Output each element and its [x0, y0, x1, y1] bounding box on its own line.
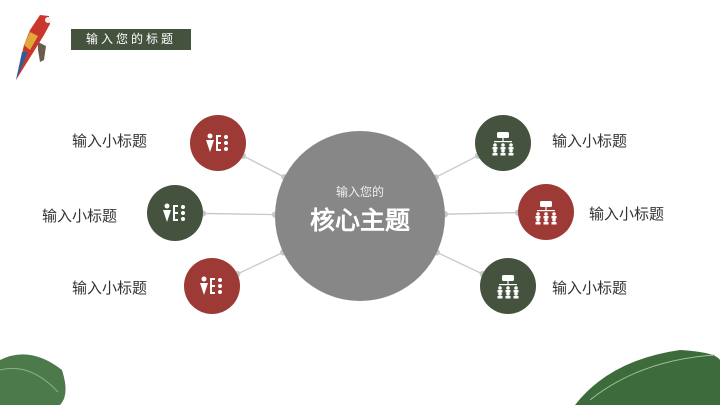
node-label-right-3: 输入小标题	[552, 279, 628, 297]
connector-line	[436, 251, 483, 275]
node-label-left-3: 输入小标题	[72, 279, 148, 297]
parrot-illustration	[16, 15, 51, 80]
node-label-left-1: 输入小标题	[72, 132, 148, 150]
node-circle	[475, 115, 531, 171]
person-list-icon	[206, 133, 228, 152]
topic-node-6[interactable]	[480, 258, 536, 314]
topic-node-3[interactable]	[184, 258, 240, 314]
node-circle	[480, 258, 536, 314]
connector-line	[237, 251, 284, 275]
connector-line	[435, 155, 479, 178]
leaf-decoration-right	[575, 350, 720, 405]
network-hierarchy-icon	[492, 132, 514, 156]
node-label-right-2: 输入小标题	[589, 205, 665, 223]
center-subtitle: 输入您的	[335, 185, 384, 199]
connector-line	[242, 155, 285, 178]
node-circle	[518, 184, 574, 240]
center-topic-circle	[275, 131, 445, 301]
person-list-icon	[200, 276, 222, 295]
topic-node-5[interactable]	[518, 184, 574, 240]
connector-line	[444, 211, 519, 215]
network-hierarchy-icon	[497, 275, 519, 299]
topic-node-4[interactable]	[475, 115, 531, 171]
topic-node-2[interactable]	[147, 185, 203, 241]
network-hierarchy-icon	[535, 201, 557, 225]
person-list-icon	[163, 203, 185, 222]
topic-node-1[interactable]	[190, 115, 246, 171]
leaf-decoration-left	[0, 354, 66, 405]
node-label-right-1: 输入小标题	[552, 132, 628, 150]
center-title: 核心主题	[309, 206, 410, 235]
node-label-left-2: 输入小标题	[42, 207, 118, 225]
connector-line	[202, 212, 276, 216]
page-title: 输入您的标题	[71, 29, 191, 50]
